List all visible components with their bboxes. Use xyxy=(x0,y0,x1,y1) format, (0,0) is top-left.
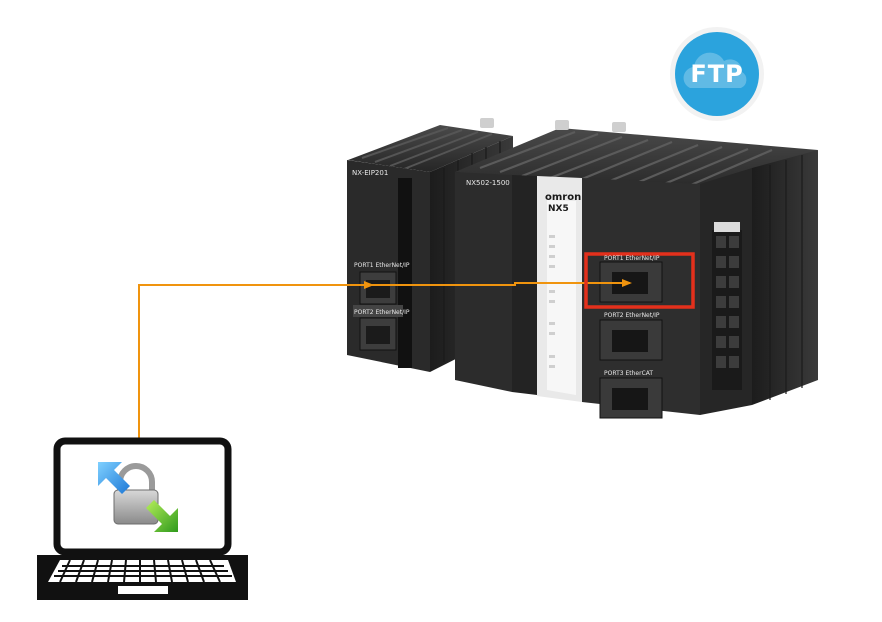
cpu-series: NX5 xyxy=(548,204,569,214)
download-arrow-icon xyxy=(146,500,178,532)
cable-arrowhead xyxy=(364,281,374,289)
cpu-port1-label: PORT1 EtherNet/IP xyxy=(604,255,660,262)
left-module-model: NX-EIP201 xyxy=(352,169,389,177)
ftp-cloud-icon xyxy=(670,27,764,121)
left-module-port1-label: PORT1 EtherNet/IP xyxy=(354,262,410,269)
cpu-port2-label: PORT2 EtherNet/IP xyxy=(604,312,660,319)
cpu-port3-label: PORT3 EtherCAT xyxy=(604,370,654,377)
ethernet-cable-line xyxy=(138,282,630,438)
cpu-unit xyxy=(455,120,818,419)
cpu-brand: omron xyxy=(545,192,582,203)
cpu-model: NX502-1500 xyxy=(466,179,510,187)
laptop-icon xyxy=(37,437,248,600)
padlock-icon xyxy=(113,463,159,525)
port1-highlight-box xyxy=(584,252,695,309)
upload-arrow-icon xyxy=(98,462,130,494)
left-module-port2-label: PORT2 EtherNet/IP xyxy=(354,309,410,316)
